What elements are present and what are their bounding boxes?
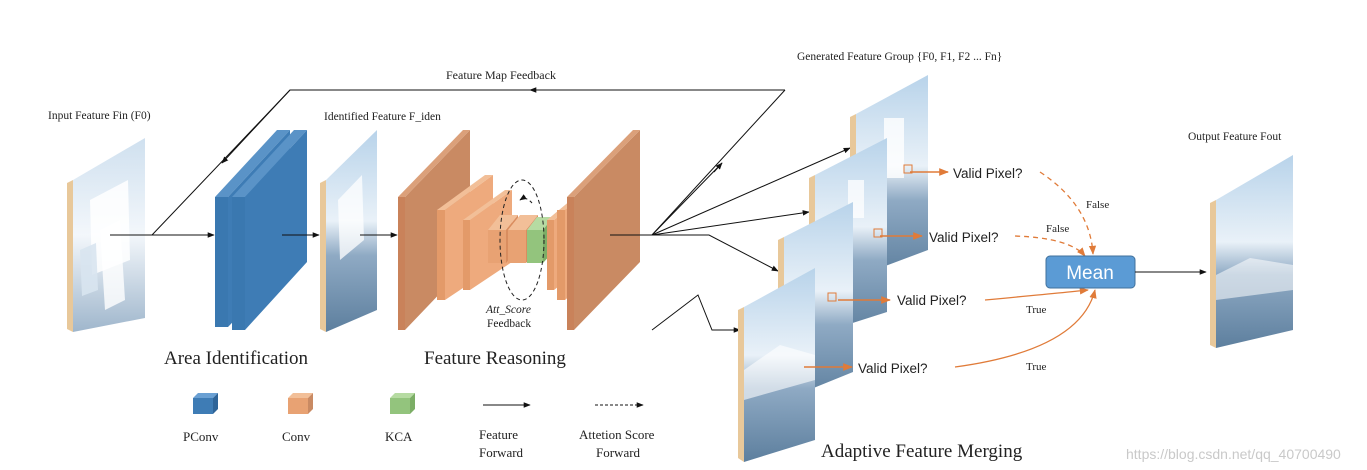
feature-reasoning-blocks <box>398 130 640 330</box>
att-score-arrow <box>519 194 533 204</box>
valid-pixel-label-2: Valid Pixel? <box>929 230 999 245</box>
legend-conv-label: Conv <box>282 429 311 444</box>
valid-pixel-label-1: Valid Pixel? <box>953 166 1023 181</box>
feature-reasoning-label: Feature Reasoning <box>424 348 566 369</box>
valid-pixel-label-3: Valid Pixel? <box>897 293 967 308</box>
feedback-label: Feature Map Feedback <box>446 68 556 82</box>
legend-attention-label-1: Attetion Score <box>579 427 655 442</box>
pconv-blocks <box>215 130 307 330</box>
valid-pixel-label-4: Valid Pixel? <box>858 361 928 376</box>
mean-label: Mean <box>1066 263 1114 284</box>
att-feedback-label: Feedback <box>487 318 531 330</box>
output-feature-map <box>1210 155 1293 348</box>
legend-pconv-label: PConv <box>183 429 219 444</box>
input-feature-label: Input Feature Fin (F0) <box>48 110 151 122</box>
legend-kca-icon <box>390 393 415 414</box>
input-feature-map <box>67 138 145 332</box>
decision-arrows <box>954 171 1097 368</box>
output-feature-label: Output Feature Fout <box>1188 131 1282 143</box>
legend <box>193 393 644 414</box>
att-score-ellipse <box>499 179 545 301</box>
legend-forward-label-2: Forward <box>479 445 524 460</box>
true-label-2: True <box>1026 361 1046 373</box>
true-label-1: True <box>1026 304 1046 316</box>
valid-pixel-arrows <box>804 164 949 371</box>
generated-feature-group <box>738 75 928 462</box>
identified-feature-label: Identified Feature F_iden <box>324 111 441 123</box>
legend-kca-label: KCA <box>385 429 413 444</box>
feedback-loop <box>151 87 786 236</box>
legend-pconv-icon <box>193 393 218 414</box>
false-label-1: False <box>1086 199 1109 211</box>
forward-arrows <box>110 147 851 333</box>
legend-attention-label-2: Forward <box>596 445 641 460</box>
generated-group-label: Generated Feature Group {F0, F1, F2 ... … <box>797 51 1002 63</box>
legend-forward-label-1: Feature <box>479 427 518 442</box>
adaptive-merging-label: Adaptive Feature Merging <box>821 441 1023 462</box>
false-label-2: False <box>1046 223 1069 235</box>
area-identification-label: Area Identification <box>164 348 309 369</box>
att-score-label: Att_Score <box>485 304 531 316</box>
legend-conv-icon <box>288 393 313 414</box>
watermark: https://blog.csdn.net/qq_40700490 <box>1126 446 1341 462</box>
identified-feature-map <box>320 130 377 332</box>
